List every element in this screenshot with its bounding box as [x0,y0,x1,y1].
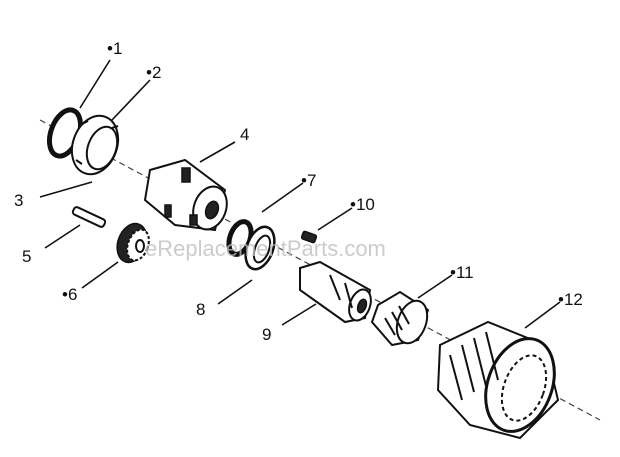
part-9-shaft [299,260,372,324]
leader-3 [39,181,93,198]
callout-10: •10 [350,195,375,214]
leader-4 [199,141,236,163]
leader-12 [524,301,561,329]
callout-5: 5 [22,247,31,266]
callout-3: 3 [14,191,23,210]
leader-11 [417,274,453,299]
callout-11: •11 [450,263,474,282]
callout-9: 9 [262,325,271,344]
part-2-nut [70,114,120,176]
callout-6: •6 [62,285,77,304]
callout-2: •2 [146,63,161,82]
part-11-bearing [370,290,430,347]
part-8-washer [244,225,276,271]
leader-9 [281,303,317,326]
assembly-axis [39,119,601,421]
leader-8 [217,279,253,305]
part-4-housing [143,158,228,232]
callout-12: •12 [558,290,583,309]
callout-4: 4 [240,125,249,144]
leader-1 [79,59,111,109]
part-6-gear [116,222,150,264]
leader-10 [317,207,353,231]
part-10-key [300,230,318,244]
leader-7 [261,182,304,213]
callout-7: •7 [301,171,316,190]
callout-8: 8 [196,300,205,319]
leader-2 [111,79,151,121]
part-5-pin [71,206,107,228]
part-12-ring-gear [436,320,560,440]
callout-1: •1 [107,39,122,58]
leader-6 [81,261,119,289]
watermark: eReplacementParts.com [145,236,386,261]
leader-5 [44,224,81,249]
